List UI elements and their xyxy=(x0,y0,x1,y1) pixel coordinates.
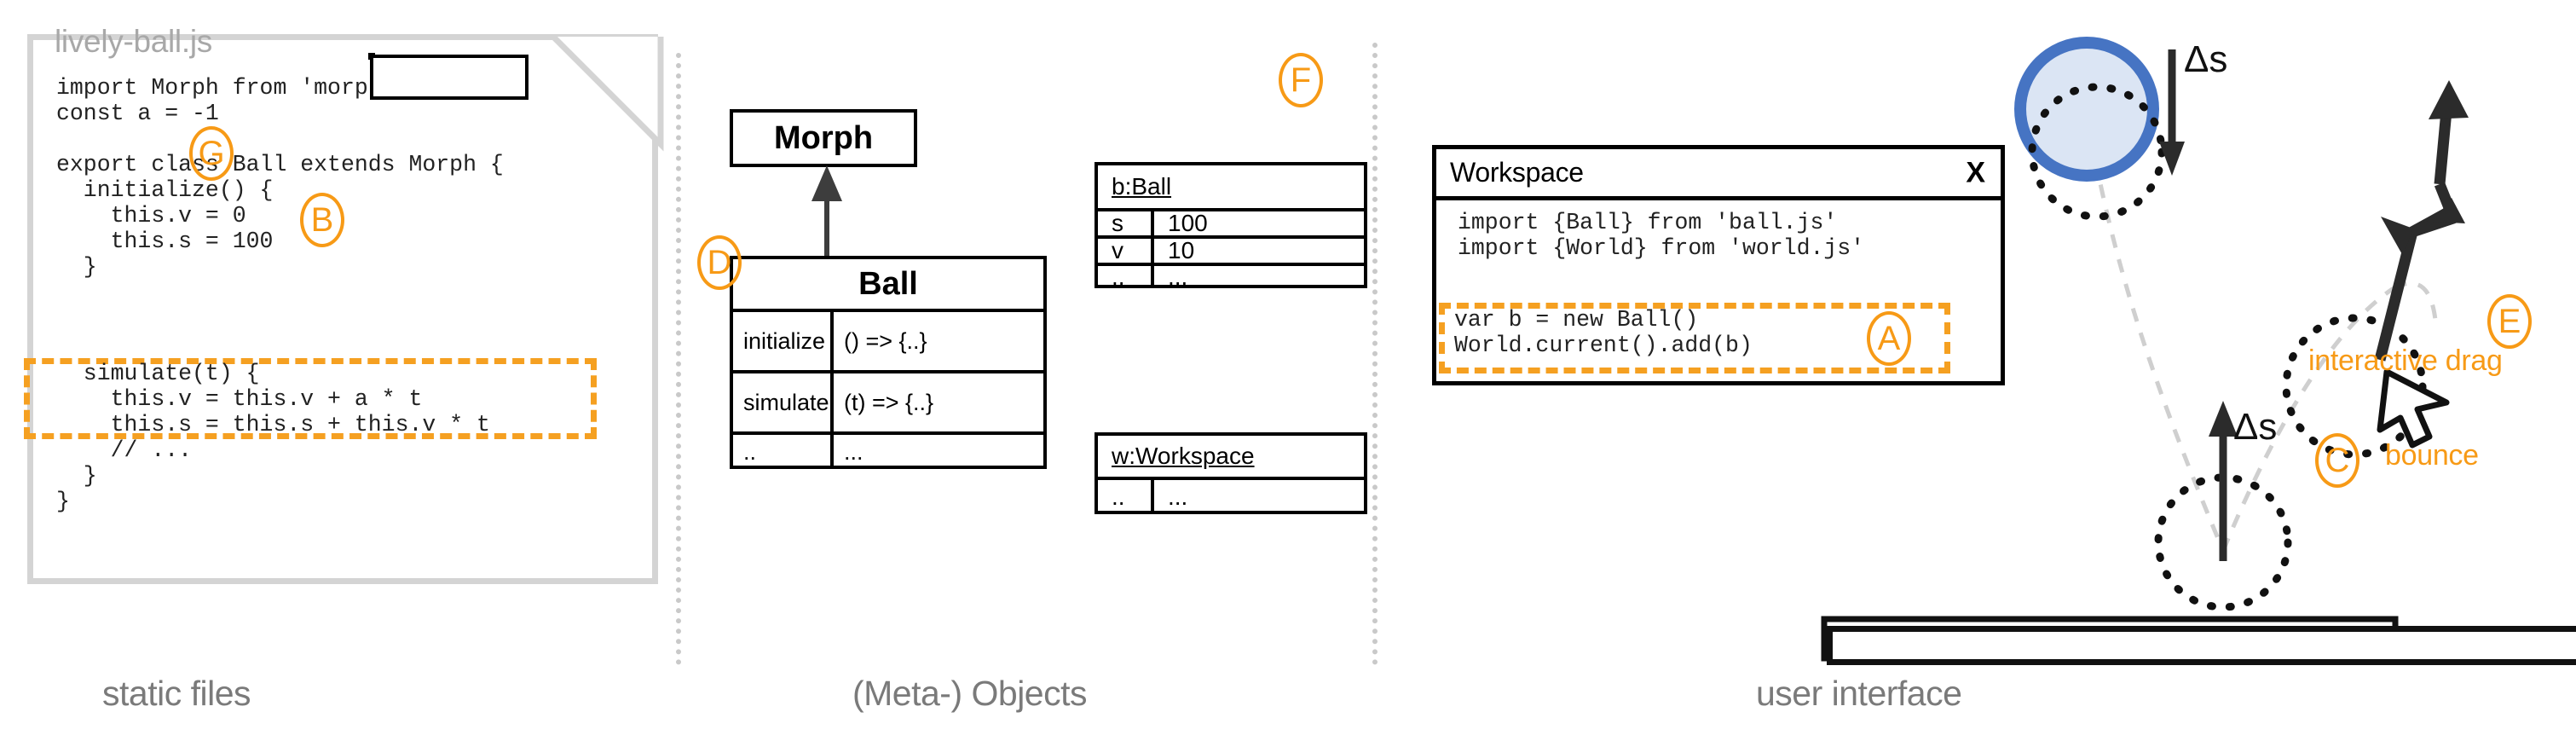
drag-path xyxy=(2374,208,2450,362)
caption-meta-objects: (Meta-) Objects xyxy=(852,674,1088,713)
workspace-code-top: import {Ball} from 'ball.js' import {Wor… xyxy=(1458,210,1865,261)
marker-b: B xyxy=(300,193,344,247)
object-value: ... xyxy=(1168,483,1188,510)
uml-row: simulate (t) => {..} xyxy=(733,370,1043,431)
file-code-before: import Morph from 'morph.js' const a = -… xyxy=(56,75,504,280)
uml-member-signature: (t) => {..} xyxy=(844,389,934,415)
uml-row: initialize () => {..} xyxy=(733,309,1043,370)
marker-e: E xyxy=(2487,294,2532,349)
delta-s-down-arrowhead xyxy=(2159,142,2185,176)
trajectory-down-path xyxy=(2084,108,2226,552)
ball-ghost-top xyxy=(2028,83,2166,221)
trajectory-up-path xyxy=(2221,286,2395,552)
uml-member-name: simulate xyxy=(733,373,834,431)
bounce-simulation-illustration xyxy=(1821,37,2469,662)
file-name-label: lively-ball.js xyxy=(55,24,212,59)
object-key: .. xyxy=(1098,480,1154,514)
ball-class-name: Ball xyxy=(858,265,918,302)
marker-c: C xyxy=(2315,433,2359,488)
ball-current xyxy=(2014,37,2159,182)
divider-right xyxy=(1372,43,1378,665)
page-fold-icon xyxy=(551,34,664,152)
object-title-text: w:Workspace xyxy=(1112,443,1255,469)
uml-member-signature: ... xyxy=(844,438,863,465)
inheritance-arrow-icon xyxy=(811,165,842,256)
workspace-title: Workspace xyxy=(1450,157,1584,188)
ball-ghost-drag xyxy=(2282,314,2427,459)
file-card xyxy=(27,34,664,584)
object-key: s xyxy=(1098,210,1154,236)
label-interactive-drag: interactive drag xyxy=(2308,344,2503,377)
file-code-after: // ... } } xyxy=(56,437,193,514)
drag-arrowhead-mid xyxy=(2381,217,2413,256)
label-bounce: bounce xyxy=(2385,439,2479,472)
object-w-workspace: w:Workspace .. ... xyxy=(1095,432,1367,514)
marker-f: F xyxy=(1279,53,1323,107)
morph-class-name: Morph xyxy=(773,119,874,156)
object-title: b:Ball xyxy=(1098,165,1364,208)
drag-arrowhead-top xyxy=(2429,80,2469,119)
caption-user-interface: user interface xyxy=(1756,674,1962,713)
marker-d: D xyxy=(697,235,742,290)
object-title-text: b:Ball xyxy=(1112,173,1172,200)
workspace-code-highlight: var b = new Ball() World.current().add(b… xyxy=(1454,307,1753,358)
delta-s-up-arrowhead xyxy=(2209,401,2238,437)
object-key: .. xyxy=(1098,263,1154,290)
delta-s-label-bottom: Δs xyxy=(2233,406,2278,448)
file-code-highlight: simulate(t) { this.v = this.v + a * t th… xyxy=(83,361,490,437)
uml-class-ball: Ball initialize () => {..} simulate (t) … xyxy=(730,256,1047,469)
object-row: .. ... xyxy=(1098,477,1364,514)
caption-static-files: static files xyxy=(102,674,251,713)
close-icon[interactable]: X xyxy=(1966,156,1985,188)
uml-row: .. ... xyxy=(733,431,1043,469)
object-value: 100 xyxy=(1168,210,1208,236)
divider-left xyxy=(676,53,681,665)
object-title: w:Workspace xyxy=(1098,436,1364,477)
marker-a: A xyxy=(1867,311,1911,366)
marker-g: G xyxy=(189,126,234,181)
object-key: v xyxy=(1098,237,1154,263)
object-row: .. ... xyxy=(1098,263,1364,290)
delta-s-label-top: Δs xyxy=(2184,38,2228,80)
ground-platform-bar xyxy=(1827,626,2576,665)
object-value: 10 xyxy=(1168,237,1195,263)
workspace-titlebar[interactable]: Workspace X xyxy=(1436,149,2001,200)
uml-member-name: .. xyxy=(733,435,834,469)
uml-member-name: initialize xyxy=(733,312,834,370)
object-row: v 10 xyxy=(1098,235,1364,263)
object-value: ... xyxy=(1168,263,1188,290)
highlight-box-workspace xyxy=(1439,303,1950,373)
highlight-box-simulate xyxy=(24,358,597,439)
uml-member-signature: () => {..} xyxy=(844,327,927,354)
object-b-ball: b:Ball s 100 v 10 .. ... xyxy=(1095,162,1367,290)
drag-arrowhead-2 xyxy=(2433,198,2465,223)
object-row: s 100 xyxy=(1098,208,1364,236)
uml-morph xyxy=(370,55,528,100)
morph-box: Morph xyxy=(730,109,917,167)
cursor-icon xyxy=(2377,368,2450,449)
drag-path-3 xyxy=(2434,110,2452,185)
